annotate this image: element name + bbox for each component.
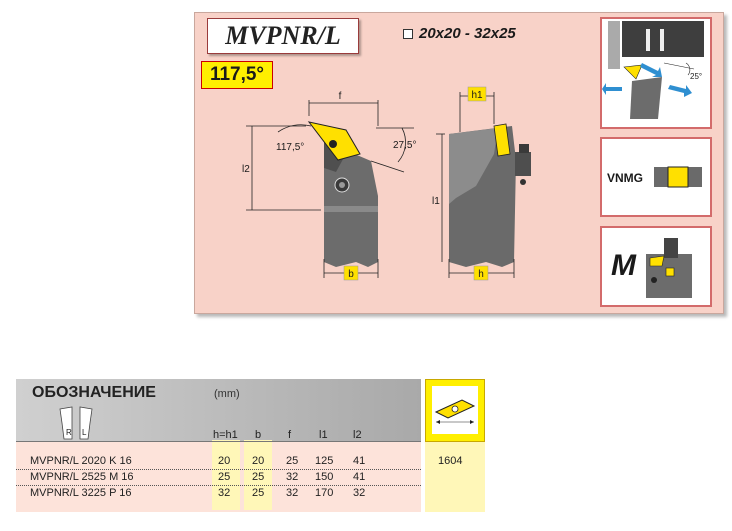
- dimension-labels-side-view: h1 l1 h: [432, 86, 489, 281]
- col-header-f: f: [288, 429, 292, 441]
- dim-angle-main: 117,5°: [276, 142, 304, 153]
- size-range-text: 20x20 - 32x25: [419, 25, 516, 42]
- dim-h1: h1: [471, 90, 483, 101]
- row-f: 25: [286, 455, 299, 467]
- row-l1: 170: [315, 487, 334, 499]
- header-separator: [16, 441, 421, 442]
- dimension-labels-top-view: f l2 117,5° 27,5° b: [242, 91, 416, 281]
- clamp-system-icon: [646, 238, 692, 298]
- dim-h: h: [478, 269, 484, 280]
- row-b: 25: [252, 487, 265, 499]
- row-h: 32: [218, 487, 231, 499]
- col-header-l2: l2: [353, 429, 362, 441]
- clamp-system-thumbnail: [600, 226, 712, 307]
- size-range: 20x20 - 32x25: [403, 25, 516, 42]
- dim-b: b: [348, 269, 354, 280]
- unit-label: (mm): [214, 388, 240, 400]
- row-l2: 41: [353, 455, 366, 467]
- col-header-h: h=h1: [213, 429, 238, 441]
- insert-icon-frame: [432, 386, 478, 434]
- row-l1: 150: [315, 471, 334, 483]
- row-h: 20: [218, 455, 231, 467]
- approach-angle-badge: 117,5°: [201, 61, 273, 89]
- col-header-l1: l1: [319, 429, 328, 441]
- row-f: 32: [286, 487, 299, 499]
- clamping-diagram-thumbnail: 25°: [600, 17, 712, 129]
- row-l2: 41: [353, 471, 366, 483]
- dim-l2: l2: [242, 164, 250, 175]
- row-code: MVPNR/L 2525 M 16: [30, 471, 134, 483]
- right-left-hand-icon: R L: [59, 406, 93, 440]
- square-shank-icon: [403, 28, 413, 39]
- insert-profile-thumbnail: [600, 137, 712, 217]
- clamp-angle-label: 25°: [690, 72, 702, 81]
- row-code: MVPNR/L 2020 K 16: [30, 455, 132, 467]
- hand-left-label: L: [82, 428, 87, 437]
- clamp-system-label: M: [611, 249, 636, 282]
- table-row: MVPNR/L 2020 K 16 20 20 25 125 41: [16, 455, 421, 470]
- row-l1: 125: [315, 455, 334, 467]
- dim-f: f: [339, 91, 342, 102]
- clamping-diagram-icon: 25°: [602, 21, 704, 119]
- dim-l1: l1: [432, 196, 440, 207]
- designation-heading: ОБОЗНАЧЕНИЕ: [32, 384, 156, 401]
- hand-right-label: R: [66, 428, 72, 437]
- highlight-col-b: [244, 440, 272, 510]
- holder-top-view: [307, 121, 378, 267]
- row-h: 25: [218, 471, 231, 483]
- row-b: 25: [252, 471, 265, 483]
- row-code: MVPNR/L 3225 P 16: [30, 487, 132, 499]
- row-f: 32: [286, 471, 299, 483]
- insert-profile-icon: [654, 166, 702, 188]
- insert-code: 1604: [438, 455, 463, 467]
- row-b: 20: [252, 455, 265, 467]
- col-header-b: b: [255, 429, 262, 441]
- dim-angle-back: 27,5°: [393, 140, 416, 151]
- rhombic-insert-icon: [434, 399, 476, 424]
- dimension-lines-top-view: [246, 100, 414, 278]
- insert-code-column: [425, 442, 485, 512]
- technical-drawing: f l2 117,5° 27,5° b h1 l1 h: [242, 86, 531, 281]
- table-row: MVPNR/L 3225 P 16 32 25 32 170 32: [16, 487, 421, 501]
- highlight-col-h: [212, 440, 240, 510]
- table-row: MVPNR/L 2525 M 16 25 25 32 150 41: [16, 471, 421, 486]
- insert-type-label: VNMG: [607, 171, 643, 185]
- holder-side-view: [449, 123, 531, 267]
- row-l2: 32: [353, 487, 366, 499]
- tool-title: MVPNR/L: [207, 18, 359, 54]
